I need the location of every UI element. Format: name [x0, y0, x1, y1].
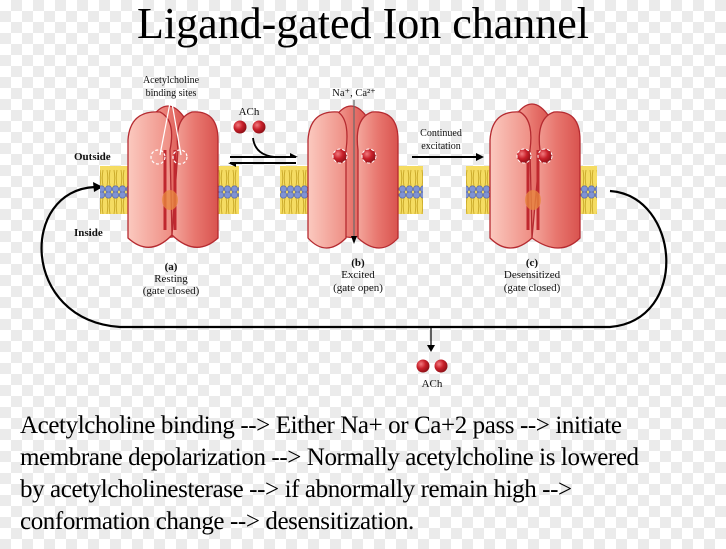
ach-binding-curve [252, 137, 276, 158]
svg-text:(b): (b) [351, 257, 365, 269]
description-line: by acetylcholinesterase --> if abnormall… [20, 476, 572, 503]
ions-label: Na⁺, Ca²⁺ [332, 88, 376, 99]
ach-molecule-icon [252, 120, 266, 134]
continued-excitation-label: Continued [420, 128, 462, 139]
state-label-a: (a) Resting (gate closed) [143, 261, 200, 297]
loop-arrowhead-icon [93, 182, 103, 192]
svg-text:(gate closed): (gate closed) [143, 285, 200, 297]
inside-label: Inside [74, 227, 103, 239]
svg-text:(a): (a) [165, 261, 178, 273]
continued-excitation-label-line2: excitation [421, 141, 460, 152]
svg-text:(gate open): (gate open) [333, 282, 383, 294]
ach-bottom-label: ACh [422, 378, 443, 390]
svg-text:(gate closed): (gate closed) [504, 282, 561, 294]
ion-flow-arrowhead-icon [351, 236, 357, 244]
recycle-loop-line [40, 185, 668, 329]
svg-text:Resting: Resting [154, 273, 188, 285]
description-line: conformation change --> desensitization. [20, 508, 414, 535]
svg-text:Desensitized: Desensitized [504, 269, 561, 281]
ach-molecule-icon [233, 120, 247, 134]
ach-molecule-icon [416, 359, 430, 373]
channel-desensitized [489, 103, 581, 249]
ach-top-label: ACh [239, 106, 260, 118]
svg-text:Excited: Excited [341, 269, 375, 281]
membrane-a-left [100, 166, 130, 214]
binding-site-pointer-left [159, 102, 171, 156]
description-line: Acetylcholine binding --> Either Na+ or … [20, 412, 622, 439]
page-title: Ligand-gated Ion channel [136, 0, 590, 48]
state-label-c: (c) Desensitized (gate closed) [504, 257, 561, 294]
state-label-b: (b) Excited (gate open) [333, 257, 383, 294]
binding-site-pointer-right [171, 102, 182, 156]
ion-channel-diagram: Acetylcholine binding sites ACh Na⁺, Ca²… [40, 75, 668, 390]
description-text: Acetylcholine binding --> Either Na+ or … [20, 410, 720, 538]
binding-sites-label-line2: binding sites [146, 88, 197, 99]
ach-release-arrowhead-icon [427, 345, 435, 352]
membrane-b-left [280, 166, 310, 214]
outside-label: Outside [74, 151, 111, 163]
continued-excitation-arrowhead-icon [476, 153, 484, 161]
channel-resting [127, 105, 219, 248]
reverse-arrowhead-icon [228, 162, 236, 167]
forward-arrowhead-icon [290, 153, 298, 158]
channel-excited [307, 105, 399, 249]
ach-molecule-icon [434, 359, 448, 373]
binding-sites-label: Acetylcholine [143, 75, 200, 86]
svg-text:(c): (c) [526, 257, 539, 269]
description-line: membrane depolarization --> Normally ace… [20, 444, 639, 471]
